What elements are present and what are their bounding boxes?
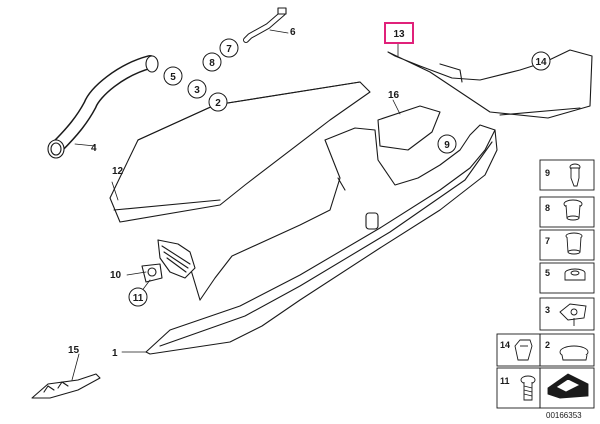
- circled-callout-labels: 7 8 5 3 2 14 9 11: [133, 44, 547, 304]
- legend-label-8: 8: [545, 203, 550, 213]
- callout-8: 8: [209, 58, 215, 69]
- callout-7: 7: [226, 44, 232, 55]
- callout-16: 16: [388, 90, 400, 101]
- callout-labels: 6 4 12 1 10 15 16: [68, 27, 400, 359]
- callout-11: 11: [133, 293, 144, 304]
- part-6-hose: [243, 7, 287, 43]
- callout-14: 14: [535, 57, 547, 68]
- legend-label-3: 3: [545, 305, 550, 315]
- callout-5: 5: [170, 72, 176, 83]
- part-15-bracket: [31, 373, 101, 399]
- callout-2: 2: [215, 98, 221, 109]
- legend-label-2: 2: [545, 340, 550, 350]
- callout-12: 12: [112, 166, 124, 177]
- legend-label-14: 14: [500, 340, 510, 350]
- callout-15: 15: [68, 345, 80, 356]
- callout-10: 10: [110, 270, 122, 281]
- legend-label-11: 11: [500, 376, 510, 386]
- callout-9: 9: [444, 140, 450, 151]
- leader-lines: [71, 29, 401, 381]
- legend-label-7: 7: [545, 236, 550, 246]
- part-4-hose: [47, 55, 159, 159]
- callout-13: 13: [393, 29, 405, 40]
- part-10-bracket: [141, 239, 196, 283]
- part-16-panel: [377, 105, 441, 151]
- parts-legend: 9 8 7 5 3 2 14 11 00166353: [496, 159, 595, 420]
- callout-13-highlight: 13: [384, 22, 414, 44]
- callout-4: 4: [91, 143, 97, 154]
- legend-label-9: 9: [545, 168, 550, 178]
- callout-6: 6: [290, 27, 296, 38]
- document-number: 00166353: [546, 411, 582, 420]
- circled-callouts: [128, 38, 551, 307]
- callout-1: 1: [112, 348, 118, 359]
- callout-3: 3: [194, 85, 200, 96]
- part-12-panel: [109, 81, 371, 223]
- legend-label-5: 5: [545, 268, 550, 278]
